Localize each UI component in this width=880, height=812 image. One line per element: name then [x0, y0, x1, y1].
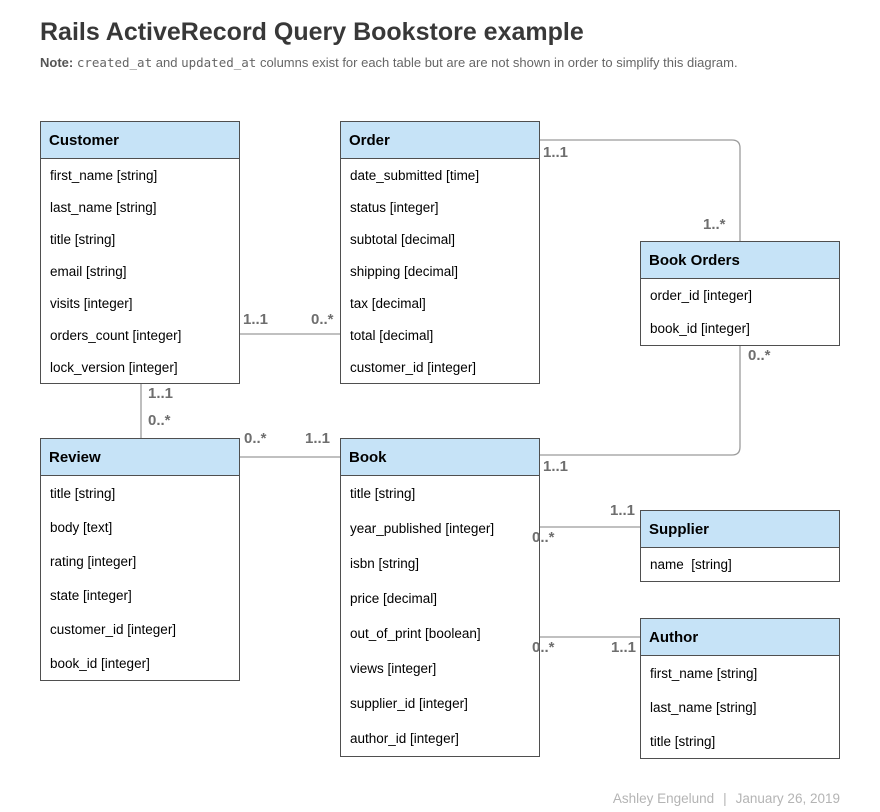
table-row: title [string]	[50, 231, 116, 247]
table-row: tax [decimal]	[350, 295, 426, 311]
note-code-updated-at: updated_at	[181, 55, 257, 70]
table-review: Review title [string] body [text] rating…	[40, 438, 240, 681]
note-code-created-at: created_at	[76, 55, 153, 70]
table-row: last_name [string]	[650, 699, 757, 715]
table-row: book_id [integer]	[650, 321, 750, 336]
cardinality-label-customer-review-near: 1..1	[148, 385, 174, 402]
table-book-title: Book	[341, 439, 539, 476]
table-order: Order date_submitted [time] status [inte…	[340, 121, 540, 384]
cardinality-label-customer-order-near: 1..1	[243, 311, 269, 328]
table-row: views [integer]	[350, 661, 437, 676]
table-row: price [decimal]	[350, 591, 438, 606]
table-book-orders-title: Book Orders	[641, 242, 839, 279]
attribution-author: Ashley Engelund	[612, 791, 715, 806]
table-row: email [string]	[50, 263, 127, 279]
cardinality-label-book-author-near: 0..*	[532, 639, 555, 656]
table-row: order_id [integer]	[650, 288, 753, 303]
cardinality-label-customer-order-far: 0..*	[311, 311, 334, 328]
table-row: first_name [string]	[50, 167, 158, 183]
table-row: date_submitted [time]	[350, 167, 480, 183]
table-row: status [integer]	[350, 199, 439, 215]
cardinality-label-book-supplier-near: 0..*	[532, 529, 555, 546]
attribution: Ashley Engelund | January 26, 2019	[613, 791, 840, 806]
page-title: Rails ActiveRecord Query Bookstore examp…	[40, 18, 584, 46]
cardinality-label-customer-review-far: 0..*	[148, 412, 171, 429]
table-row: customer_id [integer]	[350, 359, 477, 375]
table-row: name [string]	[650, 557, 732, 572]
cardinality-label-bookorders-book-near: 0..*	[748, 347, 771, 364]
table-book-orders: Book Orders order_id [integer] book_id […	[640, 241, 840, 346]
table-supplier-title: Supplier	[641, 511, 839, 548]
table-row: body [text]	[50, 519, 113, 535]
table-supplier: Supplier name [string]	[640, 510, 840, 582]
cardinality-label-book-author-far: 1..1	[611, 639, 637, 656]
cardinality-label-bookorders-book-far: 1..1	[543, 458, 569, 475]
cardinality-label-order-bookorders-near: 1..1	[543, 144, 569, 161]
table-row: title [string]	[350, 486, 416, 501]
table-customer: Customer first_name [string] last_name […	[40, 121, 240, 384]
table-row: lock_version [integer]	[50, 359, 178, 375]
table-author: Author first_name [string] last_name [st…	[640, 618, 840, 759]
table-author-title: Author	[641, 619, 839, 656]
table-row: title [string]	[50, 485, 116, 501]
table-row: orders_count [integer]	[50, 327, 182, 343]
note-text: columns exist for each table but are are…	[259, 55, 738, 70]
table-row: isbn [string]	[350, 556, 420, 571]
table-row: visits [integer]	[50, 295, 133, 311]
cardinality-label-book-supplier-far: 1..1	[610, 502, 636, 519]
table-row: subtotal [decimal]	[350, 231, 456, 247]
table-review-title: Review	[41, 439, 239, 476]
table-row: total [decimal]	[350, 327, 434, 343]
cardinality-label-order-bookorders-far: 1..*	[703, 216, 726, 233]
table-row: state [integer]	[50, 587, 132, 603]
table-order-title: Order	[341, 122, 539, 159]
attribution-date: January 26, 2019	[735, 791, 840, 806]
attribution-separator: |	[723, 791, 727, 806]
table-row: shipping [decimal]	[350, 263, 459, 279]
table-row: customer_id [integer]	[50, 621, 177, 637]
table-row: author_id [integer]	[350, 731, 459, 746]
table-row: supplier_id [integer]	[350, 696, 468, 711]
table-book: Book title [string] year_published [inte…	[340, 438, 540, 757]
connector-bookorders-book	[540, 345, 741, 456]
diagram-note: Note: created_at and updated_at columns …	[40, 53, 835, 72]
table-customer-title: Customer	[41, 122, 239, 159]
note-text: and	[155, 55, 178, 70]
table-row: last_name [string]	[50, 199, 157, 215]
table-row: title [string]	[650, 733, 716, 749]
table-row: out_of_print [boolean]	[350, 626, 481, 641]
table-row: book_id [integer]	[50, 655, 150, 671]
table-row: first_name [string]	[650, 665, 758, 681]
table-row: year_published [integer]	[350, 521, 495, 536]
table-row: rating [integer]	[50, 553, 137, 569]
note-label: Note:	[40, 55, 74, 70]
cardinality-label-review-book-far: 1..1	[305, 430, 331, 447]
cardinality-label-review-book-near: 0..*	[244, 430, 267, 447]
